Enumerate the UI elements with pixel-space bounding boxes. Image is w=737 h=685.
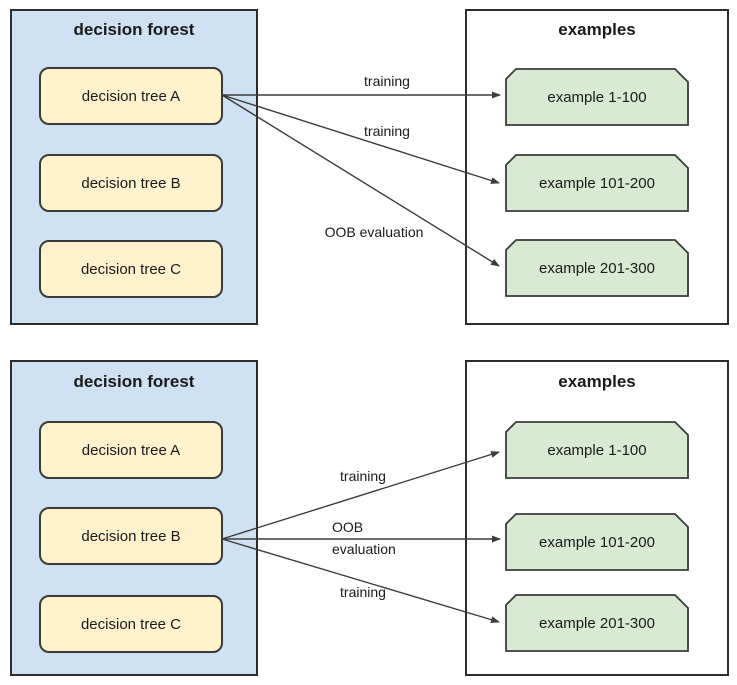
arrow-label-oob-evaluation-top: OOB evaluation	[324, 224, 424, 240]
arrow-treeB-training-2	[221, 538, 500, 624]
arrow-label-oob-bottom-line2: evaluation	[332, 541, 396, 557]
tree-node-c-top-label: decision tree C	[80, 260, 182, 278]
tree-node-a-top	[39, 67, 223, 125]
tree-node-b-top-label: decision tree B	[81, 174, 181, 192]
example-node-1-bottom	[505, 421, 689, 479]
tree-node-a-bottom-label: decision tree A	[81, 441, 181, 459]
arrow-treeA-oob-evaluation	[221, 94, 500, 267]
tree-node-a-top-label: decision tree A	[81, 87, 181, 105]
forest-title-top: decision forest	[73, 20, 195, 39]
tree-node-b-top	[39, 154, 223, 212]
example-node-3-top-label: example 201-300	[539, 259, 655, 277]
example-node-2-top	[505, 154, 689, 212]
arrow-treeA-training-2	[221, 94, 500, 184]
arrow-label-training-bottom-1: training	[340, 468, 386, 484]
tree-node-c-top	[39, 240, 223, 298]
example-node-2-bottom	[505, 513, 689, 571]
tree-node-c-bottom-label: decision tree C	[80, 615, 182, 633]
arrow-label-training-top-2: training	[364, 123, 410, 139]
arrow-label-oob-bottom-line1: OOB	[332, 519, 364, 535]
tree-node-b-bottom-label: decision tree B	[81, 527, 181, 545]
examples-title-bottom: examples	[558, 372, 636, 391]
example-node-3-top	[505, 239, 689, 297]
example-node-2-top-label: example 101-200	[539, 174, 655, 192]
arrow-label-training-bottom-2: training	[340, 584, 386, 600]
example-node-1-top-label: example 1-100	[547, 88, 647, 106]
arrow-treeB-training-1	[221, 451, 500, 540]
example-node-2-bottom-label: example 101-200	[539, 533, 655, 551]
example-node-1-top	[505, 68, 689, 126]
arrow-label-training-top-1: training	[364, 73, 410, 89]
example-node-3-bottom	[505, 594, 689, 652]
tree-node-a-bottom	[39, 421, 223, 479]
tree-node-c-bottom	[39, 595, 223, 653]
forest-title-bottom: decision forest	[73, 372, 195, 391]
tree-node-b-bottom	[39, 507, 223, 565]
examples-title-top: examples	[558, 20, 636, 39]
example-node-3-bottom-label: example 201-300	[539, 614, 655, 632]
example-node-1-bottom-label: example 1-100	[547, 441, 647, 459]
